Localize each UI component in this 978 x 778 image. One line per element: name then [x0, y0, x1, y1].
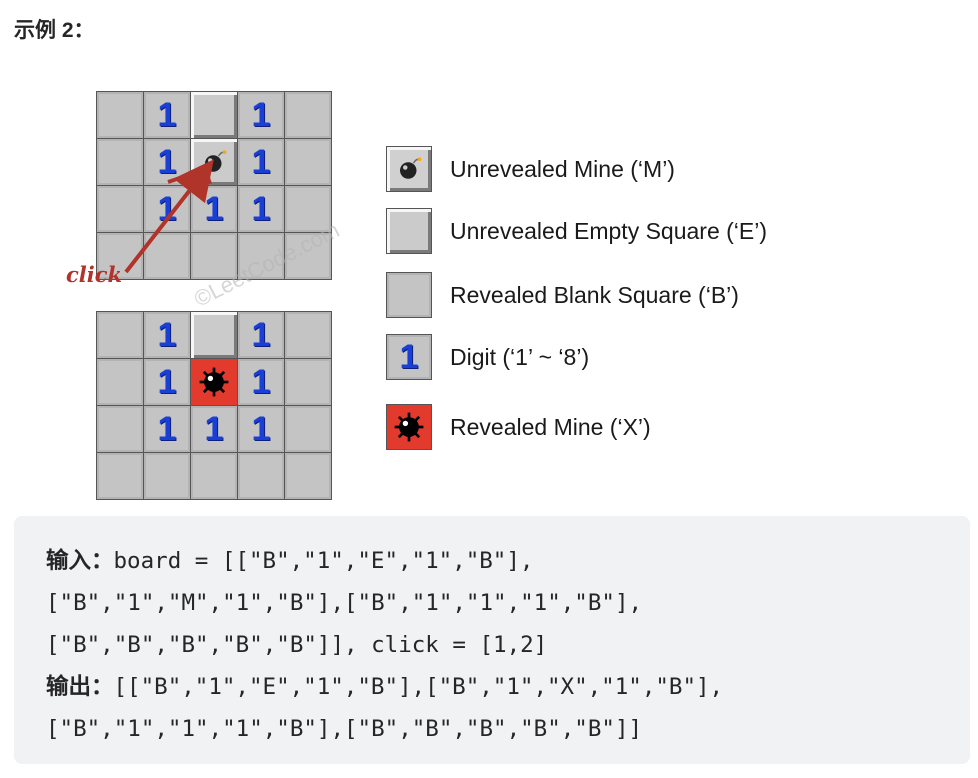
legend-item: Unrevealed Empty Square (‘E’): [386, 208, 767, 254]
example-heading: 示例 2：: [14, 19, 95, 42]
digit-label: 1: [251, 96, 271, 134]
digit-label: 1: [157, 410, 177, 448]
input-line-2: ["B","1","M","1","B"],["B","1","1","1","…: [46, 590, 643, 616]
legend-item: Revealed Blank Square (‘B’): [386, 272, 739, 318]
legend-item: Revealed Mine (‘X’): [386, 404, 651, 450]
cell-unrevealed-empty[interactable]: [191, 92, 237, 138]
digit-label: 1: [251, 363, 271, 401]
digit-label: 1: [251, 190, 271, 228]
cell-revealed-blank[interactable]: [285, 453, 331, 499]
cell-revealed-blank[interactable]: [285, 92, 331, 138]
input-line-3: ["B","B","B","B","B"]], click = [1,2]: [46, 632, 548, 658]
digit-label: 1: [251, 143, 271, 181]
cell-revealed-blank[interactable]: [97, 359, 143, 405]
cell-digit[interactable]: 1: [144, 359, 190, 405]
legend-label: Unrevealed Mine (‘M’): [450, 155, 675, 182]
blank-square-icon: [386, 272, 432, 318]
cell-digit[interactable]: 1: [144, 312, 190, 358]
legend-label: Revealed Blank Square (‘B’): [450, 281, 739, 308]
output-text-1: [["B","1","E","1","B"],["B","1","X","1",…: [113, 674, 724, 700]
cell-unrevealed-mine[interactable]: [191, 139, 237, 185]
cell-revealed-blank[interactable]: [285, 139, 331, 185]
cell-revealed-blank[interactable]: [144, 453, 190, 499]
cell-revealed-mine[interactable]: [191, 359, 237, 405]
digit-label: 1: [157, 143, 177, 181]
cell-digit[interactable]: 1: [238, 139, 284, 185]
cell-digit[interactable]: 1: [238, 359, 284, 405]
legend-item: 1 Digit (‘1’ ~ ‘8’): [386, 334, 589, 380]
legend-label: Unrevealed Empty Square (‘E’): [450, 217, 768, 244]
click-label: click: [66, 262, 123, 287]
digit-label: 1: [157, 316, 177, 354]
cell-revealed-blank[interactable]: [285, 312, 331, 358]
cell-digit[interactable]: 1: [144, 92, 190, 138]
digit-label: 1: [157, 363, 177, 401]
cell-revealed-blank[interactable]: [144, 233, 190, 279]
cell-digit[interactable]: 1: [144, 139, 190, 185]
output-line-2: ["B","1","1","1","B"],["B","B","B","B","…: [46, 716, 643, 742]
mine-unrevealed-icon: [386, 146, 432, 192]
cell-digit[interactable]: 1: [144, 406, 190, 452]
cell-digit[interactable]: 1: [238, 312, 284, 358]
input-label: 输入：: [46, 548, 114, 574]
digit-label: 1: [157, 96, 177, 134]
digit-label: 1: [157, 190, 177, 228]
cell-revealed-blank[interactable]: [97, 406, 143, 452]
cell-digit[interactable]: 1: [144, 186, 190, 232]
output-line-1: 输出：[["B","1","E","1","B"],["B","1","X","…: [46, 666, 938, 708]
cell-revealed-blank[interactable]: [238, 453, 284, 499]
digit-label: 1: [204, 410, 224, 448]
cell-revealed-blank[interactable]: [285, 406, 331, 452]
input-text-1: board = [["B","1","E","1","B"],: [113, 548, 534, 574]
cell-revealed-blank[interactable]: [285, 186, 331, 232]
cell-revealed-blank[interactable]: [97, 453, 143, 499]
cell-digit[interactable]: 1: [191, 406, 237, 452]
digit-one-icon: 1: [386, 334, 432, 380]
digit-label: 1: [251, 316, 271, 354]
legend-item: Unrevealed Mine (‘M’): [386, 146, 675, 192]
cell-revealed-blank[interactable]: [97, 186, 143, 232]
cell-digit[interactable]: 1: [238, 92, 284, 138]
cell-digit[interactable]: 1: [191, 186, 237, 232]
empty-square-icon: [386, 208, 432, 254]
cell-unrevealed-empty[interactable]: [191, 312, 237, 358]
mine-revealed-icon: [199, 367, 229, 397]
legend-label: Revealed Mine (‘X’): [450, 413, 651, 440]
cell-revealed-blank[interactable]: [285, 359, 331, 405]
input-line-1: 输入：board = [["B","1","E","1","B"],: [46, 540, 938, 582]
cell-revealed-blank[interactable]: [191, 453, 237, 499]
legend-label: Digit (‘1’ ~ ‘8’): [450, 343, 590, 370]
digit-label: 1: [204, 190, 224, 228]
output-label: 输出：: [46, 674, 114, 700]
mine-unrevealed-icon: [205, 150, 227, 172]
cell-revealed-blank[interactable]: [97, 92, 143, 138]
code-block: 输入：board = [["B","1","E","1","B"], ["B",…: [14, 516, 970, 764]
cell-digit[interactable]: 1: [238, 406, 284, 452]
cell-revealed-blank[interactable]: [285, 233, 331, 279]
digit-label: 1: [251, 410, 271, 448]
cell-digit[interactable]: 1: [238, 186, 284, 232]
cell-revealed-blank[interactable]: [97, 139, 143, 185]
cell-revealed-blank[interactable]: [238, 233, 284, 279]
cell-revealed-blank[interactable]: [97, 312, 143, 358]
mine-revealed-icon: [386, 404, 432, 450]
